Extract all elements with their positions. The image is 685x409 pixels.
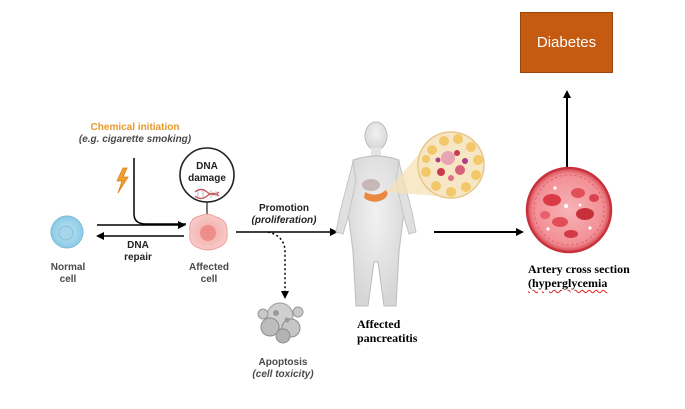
initiation-title: Chemical initiation <box>90 122 180 133</box>
dna-damage-label: DNA damage <box>188 161 226 184</box>
dna-damage-bubble <box>179 147 235 214</box>
diabetes-label: Diabetes <box>536 34 597 51</box>
pancreatitis-label: Affected pancreatitis <box>357 317 418 345</box>
arrow-apoptosis <box>267 231 289 299</box>
diabetes-box: Diabetes <box>520 12 613 73</box>
affected-cell-icon <box>189 213 228 251</box>
dna-repair-label: DNA repair <box>124 240 152 263</box>
normal-cell-icon <box>50 215 84 249</box>
human-body-icon <box>335 121 417 307</box>
initiation-subtitle: (e.g. cigarette smoking) <box>78 134 192 145</box>
artery-cross-section-icon <box>525 166 613 254</box>
artery-label: Artery cross section (hyperglycemia <box>528 262 630 290</box>
pancreas-tissue-icon <box>417 131 485 199</box>
apoptosis-cells-icon <box>257 302 304 344</box>
lightning-bolt-icon <box>116 167 129 194</box>
affected-cell-label: Affected cell <box>188 262 229 285</box>
promotion-label: Promotion (proliferation) <box>251 203 317 226</box>
initiation-line <box>133 158 186 225</box>
dna-helix-icon <box>194 188 220 200</box>
normal-cell-label: Normal cell <box>50 262 86 285</box>
apoptosis-label: Apoptosis (cell toxicity) <box>252 357 314 380</box>
